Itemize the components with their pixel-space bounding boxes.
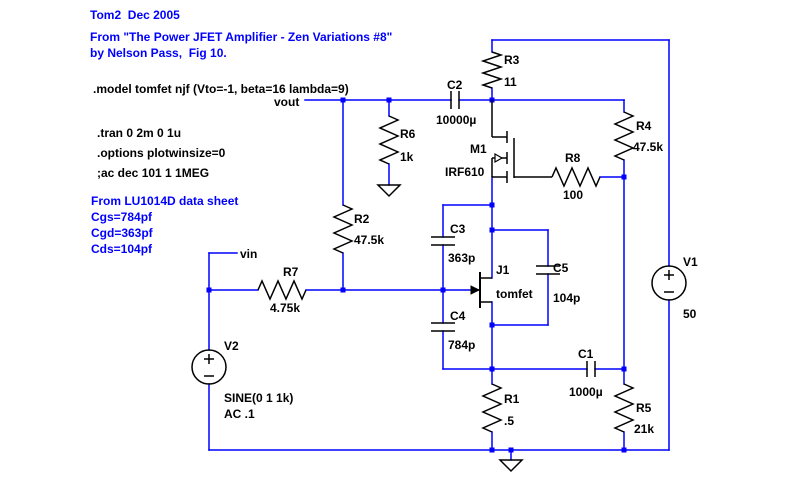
- r7-value-label[interactable]: 4.75k: [270, 301, 300, 315]
- comment-datasheet-title[interactable]: From LU1014D data sheet: [91, 194, 238, 208]
- resistor-r8[interactable]: R8 100: [551, 151, 601, 202]
- resistor-zigzag[interactable]: [481, 383, 503, 433]
- wires[interactable]: [208, 39, 670, 461]
- junction-dot: [621, 447, 627, 453]
- junction-dot: [489, 366, 495, 372]
- directive-ac[interactable]: ;ac dec 101 1 1MEG: [97, 166, 209, 180]
- resistor-r2[interactable]: R2 47.5k: [332, 204, 384, 254]
- r6-name-label[interactable]: R6: [400, 127, 416, 141]
- comment-header[interactable]: Tom2 Dec 2005: [90, 8, 180, 22]
- ground-icon: [498, 459, 524, 473]
- resistor-r4[interactable]: R4 47.5k: [613, 111, 663, 161]
- voltage-source-v1[interactable]: V1 50: [651, 255, 698, 321]
- junction-dot: [621, 366, 627, 372]
- capacitor-c2[interactable]: C2 10000µ: [436, 78, 476, 127]
- voltage-source-circle[interactable]: [191, 349, 227, 385]
- junction-dot: [440, 287, 446, 293]
- resistor-zigzag[interactable]: [613, 383, 635, 433]
- resistor-zigzag[interactable]: [378, 115, 400, 165]
- r8-value-label[interactable]: 100: [563, 188, 583, 202]
- comment-source-line2[interactable]: by Nelson Pass, Fig 10.: [90, 46, 227, 60]
- comment-cds[interactable]: Cds=104pf: [91, 242, 153, 256]
- r3-name-label[interactable]: R3: [504, 53, 520, 67]
- directive-options[interactable]: .options plotwinsize=0: [97, 146, 226, 160]
- v2-value-label[interactable]: SINE(0 1 1k): [224, 391, 293, 405]
- v1-name-label[interactable]: V1: [683, 255, 698, 269]
- junction-dot: [489, 322, 495, 328]
- directive-model[interactable]: .model tomfet njf (Vto=-1, beta=16 lambd…: [93, 82, 349, 96]
- r4-name-label[interactable]: R4: [636, 119, 652, 133]
- resistor-r7[interactable]: R7 4.75k: [257, 265, 307, 315]
- junction-dot: [206, 287, 212, 293]
- r8-name-label[interactable]: R8: [565, 151, 581, 165]
- junction-dot: [489, 202, 495, 208]
- v2-name-label[interactable]: V2: [224, 339, 239, 353]
- c3-name-label[interactable]: C3: [450, 222, 466, 236]
- capacitor-c5[interactable]: C5 104p: [536, 261, 580, 305]
- c5-value-label[interactable]: 104p: [553, 291, 580, 305]
- voltage-source-circle[interactable]: [651, 265, 687, 301]
- m1-value-label[interactable]: IRF610: [445, 165, 485, 179]
- junction-dot: [386, 97, 392, 103]
- junction-dot: [621, 174, 627, 180]
- r1-name-label[interactable]: R1: [504, 392, 520, 406]
- r5-value-label[interactable]: 21k: [634, 422, 654, 436]
- comment-cgd[interactable]: Cgd=363pf: [91, 226, 154, 240]
- c1-value-label[interactable]: 1000µ: [569, 385, 603, 399]
- capacitor-c3[interactable]: C3 363p: [431, 222, 475, 265]
- junction-dot: [489, 447, 495, 453]
- junction-dots: [206, 97, 627, 453]
- resistor-r3[interactable]: R3 11: [480, 51, 520, 89]
- r7-name-label[interactable]: R7: [283, 265, 299, 279]
- junction-dot: [489, 227, 495, 233]
- c1-name-label[interactable]: C1: [578, 347, 594, 361]
- v1-value-label[interactable]: 50: [683, 307, 697, 321]
- r2-value-label[interactable]: 47.5k: [354, 233, 384, 247]
- r1-value-label[interactable]: .5: [504, 414, 514, 428]
- junction-dot: [340, 97, 346, 103]
- r4-value-label[interactable]: 47.5k: [633, 140, 663, 154]
- mosfet-m1[interactable]: M1 IRF610: [445, 100, 552, 183]
- c4-name-label[interactable]: C4: [450, 309, 466, 323]
- junction-dot: [340, 287, 346, 293]
- capacitor-c4[interactable]: C4 784p: [431, 309, 475, 352]
- c5-name-label[interactable]: C5: [553, 261, 569, 275]
- junction-dot: [508, 447, 514, 453]
- resistor-zigzag[interactable]: [332, 204, 354, 254]
- c4-value-label[interactable]: 784p: [448, 338, 475, 352]
- c2-value-label[interactable]: 10000µ: [436, 113, 476, 127]
- resistor-r5[interactable]: R5 21k: [613, 383, 654, 436]
- capacitor-c1[interactable]: C1 1000µ: [569, 347, 603, 399]
- resistor-zigzag[interactable]: [257, 279, 307, 301]
- r5-name-label[interactable]: R5: [636, 401, 652, 415]
- net-label-vout[interactable]: vout: [274, 95, 299, 109]
- resistor-zigzag[interactable]: [480, 51, 504, 89]
- ground-icon: [376, 184, 402, 198]
- c3-value-label[interactable]: 363p: [448, 251, 475, 265]
- r3-value-label[interactable]: 11: [504, 75, 517, 89]
- j1-value-label[interactable]: tomfet: [496, 287, 533, 301]
- ground-symbol-main[interactable]: [498, 459, 524, 473]
- net-label-vin[interactable]: vin: [240, 247, 257, 261]
- mosfet-arrow-icon: [494, 152, 504, 164]
- resistor-zigzag[interactable]: [551, 166, 601, 188]
- r2-name-label[interactable]: R2: [354, 212, 370, 226]
- jfet-gate-arrow-icon: [470, 285, 481, 295]
- comment-cgs[interactable]: Cgs=784pf: [91, 210, 153, 224]
- ground-symbol-r6[interactable]: [376, 184, 402, 198]
- m1-name-label[interactable]: M1: [470, 142, 487, 156]
- resistor-zigzag[interactable]: [613, 111, 635, 161]
- comment-source-line1[interactable]: From "The Power JFET Amplifier - Zen Var…: [90, 30, 392, 44]
- resistor-r6[interactable]: R6 1k: [378, 115, 416, 165]
- jfet-j1[interactable]: J1 tomfet: [470, 263, 533, 308]
- directive-tran[interactable]: .tran 0 2m 0 1u: [97, 126, 181, 140]
- v2-ac-label[interactable]: AC .1: [224, 407, 255, 421]
- voltage-source-v2[interactable]: V2 SINE(0 1 1k) AC .1: [191, 339, 293, 421]
- j1-name-label[interactable]: J1: [496, 263, 510, 277]
- r6-value-label[interactable]: 1k: [400, 150, 414, 164]
- resistor-r1[interactable]: R1 .5: [481, 383, 520, 433]
- c2-name-label[interactable]: C2: [447, 78, 463, 92]
